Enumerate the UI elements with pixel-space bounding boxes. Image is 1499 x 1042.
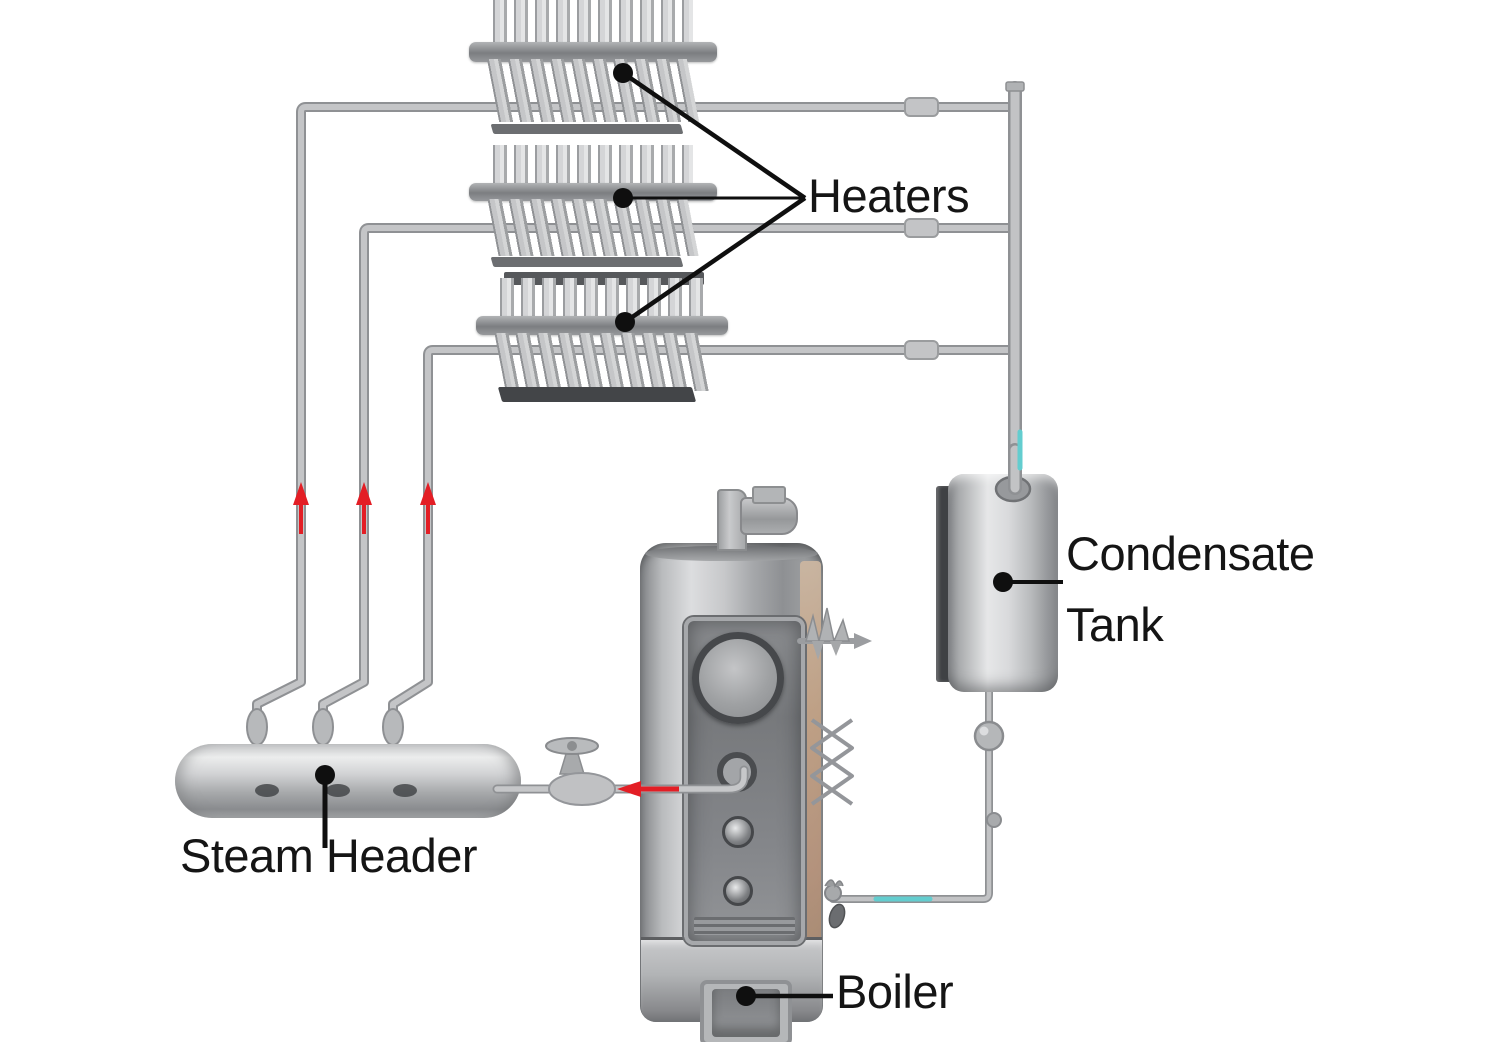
boiler-return-valve xyxy=(824,879,846,929)
boiler-knob xyxy=(722,816,754,848)
condensate-return-pipe xyxy=(829,688,993,903)
steam-trap-3 xyxy=(904,340,939,360)
condensate-tank-label: Condensate Tank xyxy=(1066,527,1315,651)
relief-screw-icon xyxy=(805,607,850,644)
lattice-bracket-icon xyxy=(810,718,854,806)
boiler-control-panel xyxy=(684,617,805,945)
boiler-side-fittings xyxy=(797,607,872,806)
heater-unit-1 xyxy=(469,0,717,134)
header-to-boiler-pipe xyxy=(492,765,749,794)
boiler-knob xyxy=(723,876,753,906)
boiler-copper-stripe xyxy=(800,561,821,959)
flow-arrows xyxy=(293,482,679,797)
heater-fins xyxy=(493,145,693,187)
boiler-top-rim xyxy=(645,546,818,561)
riser-flow-arrow-up-3 xyxy=(420,482,436,534)
return-ball-valve xyxy=(973,720,1005,828)
heater-unit-3 xyxy=(476,272,728,402)
steam-trap-couplings xyxy=(904,97,939,360)
header-port xyxy=(393,784,417,797)
header-port xyxy=(326,784,350,797)
steam-header-vessel xyxy=(175,744,521,818)
riser-flow-arrow-up-2 xyxy=(356,482,372,534)
steam-header-label: Steam Header xyxy=(180,829,478,882)
boiler-vessel xyxy=(640,543,823,1022)
boiler-flow-arrow-left xyxy=(617,781,679,797)
condensate-tank-callout xyxy=(993,572,1063,592)
heater-fins xyxy=(493,0,693,46)
tank-inlet xyxy=(994,429,1032,503)
riser-flow-arrow-up-1 xyxy=(293,482,309,534)
steam-supply-pipe-3 xyxy=(388,345,1021,753)
steam-outlet-fitting xyxy=(717,752,757,792)
return-fitting xyxy=(986,812,1002,828)
header-valves xyxy=(246,708,404,746)
steam-trap-2 xyxy=(904,218,939,238)
panel-vent-slats xyxy=(694,917,795,935)
heater-tube xyxy=(476,316,728,336)
heaters-label: Heaters xyxy=(808,169,970,222)
header-port xyxy=(255,784,279,797)
steam-header-callout xyxy=(315,765,335,848)
heater-fins xyxy=(500,278,704,321)
pressure-dial xyxy=(692,632,784,724)
boiler-top-cap xyxy=(752,486,786,504)
heater-tube xyxy=(469,41,717,62)
heaters-callout xyxy=(613,63,807,332)
steam-trap-1 xyxy=(904,97,939,117)
valve-body xyxy=(548,772,616,806)
boiler-callout xyxy=(736,986,833,1006)
boiler-label: Boiler xyxy=(836,965,954,1018)
header-outlet-globe-valve xyxy=(545,737,616,806)
condensate-main-pipe xyxy=(1005,81,1025,491)
callouts xyxy=(315,63,1063,1006)
